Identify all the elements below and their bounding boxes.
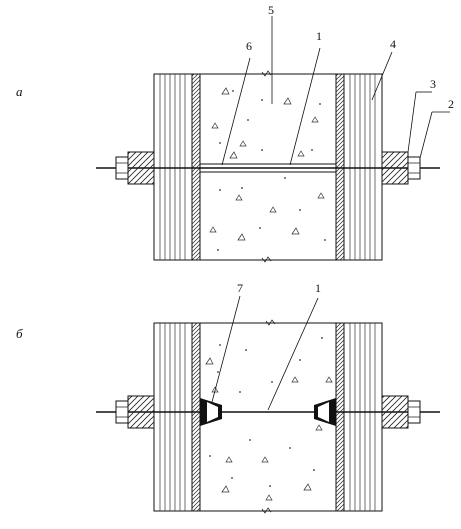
panel-b-label: б	[16, 326, 23, 341]
panel-a-left-formwork	[153, 73, 201, 261]
panel-b-tie-rod	[96, 395, 440, 429]
callout-7: 7	[237, 281, 243, 295]
panel-a-tie-rod	[96, 151, 440, 185]
panel-a-callouts: 5 6 1 4 3 2	[221, 3, 454, 166]
panel-a-right-formwork	[335, 73, 383, 261]
callout-1-b: 1	[315, 281, 321, 295]
callout-6: 6	[246, 39, 252, 53]
callout-3: 3	[430, 77, 436, 91]
panel-a-label: а	[16, 84, 23, 99]
callout-2: 2	[448, 97, 454, 111]
callout-5: 5	[268, 3, 274, 17]
panel-b: б	[16, 281, 440, 514]
panel-b-left-formwork	[153, 322, 201, 512]
panel-b-concrete	[200, 319, 336, 514]
panel-b-callouts: 7 1	[211, 281, 321, 411]
panel-b-right-formwork	[335, 322, 383, 512]
panel-a-concrete	[199, 70, 337, 263]
callout-4: 4	[390, 37, 396, 51]
callout-1: 1	[316, 29, 322, 43]
panel-a: а	[16, 3, 454, 263]
